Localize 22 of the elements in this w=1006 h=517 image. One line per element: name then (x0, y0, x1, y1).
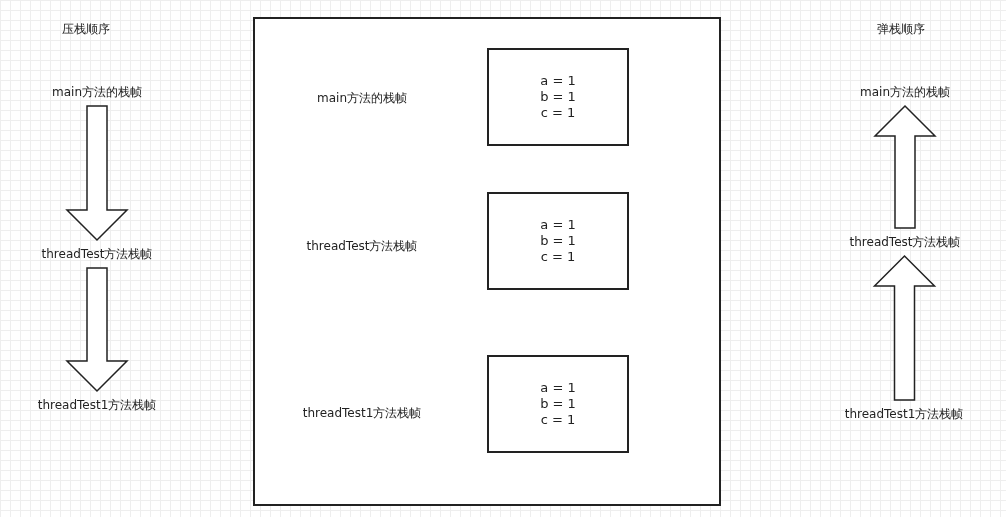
up-block-arrow (872, 254, 937, 401)
down-block-arrow (65, 105, 129, 242)
frame-label: main方法的栈帧 (317, 89, 407, 107)
frame-label: threadTest1方法栈帧 (826, 400, 982, 428)
stack-frame-box (487, 355, 629, 453)
frame-label: threadTest1方法栈帧 (302, 404, 422, 422)
down-block-arrow (65, 267, 129, 393)
variable-values: a = 1 b = 1 c = 1 (539, 380, 577, 428)
frame-box (253, 17, 721, 506)
up-block-arrow (873, 104, 937, 229)
column-heading: 压栈顺序 (62, 20, 110, 38)
frame-label: threadTest方法栈帧 (830, 228, 980, 256)
column-heading: 弹栈顺序 (877, 20, 925, 38)
frame-label: threadTest方法栈帧 (22, 240, 172, 268)
frame-label: main方法的栈帧 (37, 78, 157, 106)
stack-frame-box (487, 192, 629, 290)
variable-values: a = 1 b = 1 c = 1 (539, 217, 577, 265)
stack-frame-box (487, 48, 629, 146)
frame-label: threadTest方法栈帧 (306, 237, 418, 255)
variable-values: a = 1 b = 1 c = 1 (539, 73, 577, 121)
frame-label: main方法的栈帧 (837, 78, 973, 106)
frame-label: threadTest1方法栈帧 (22, 391, 172, 419)
